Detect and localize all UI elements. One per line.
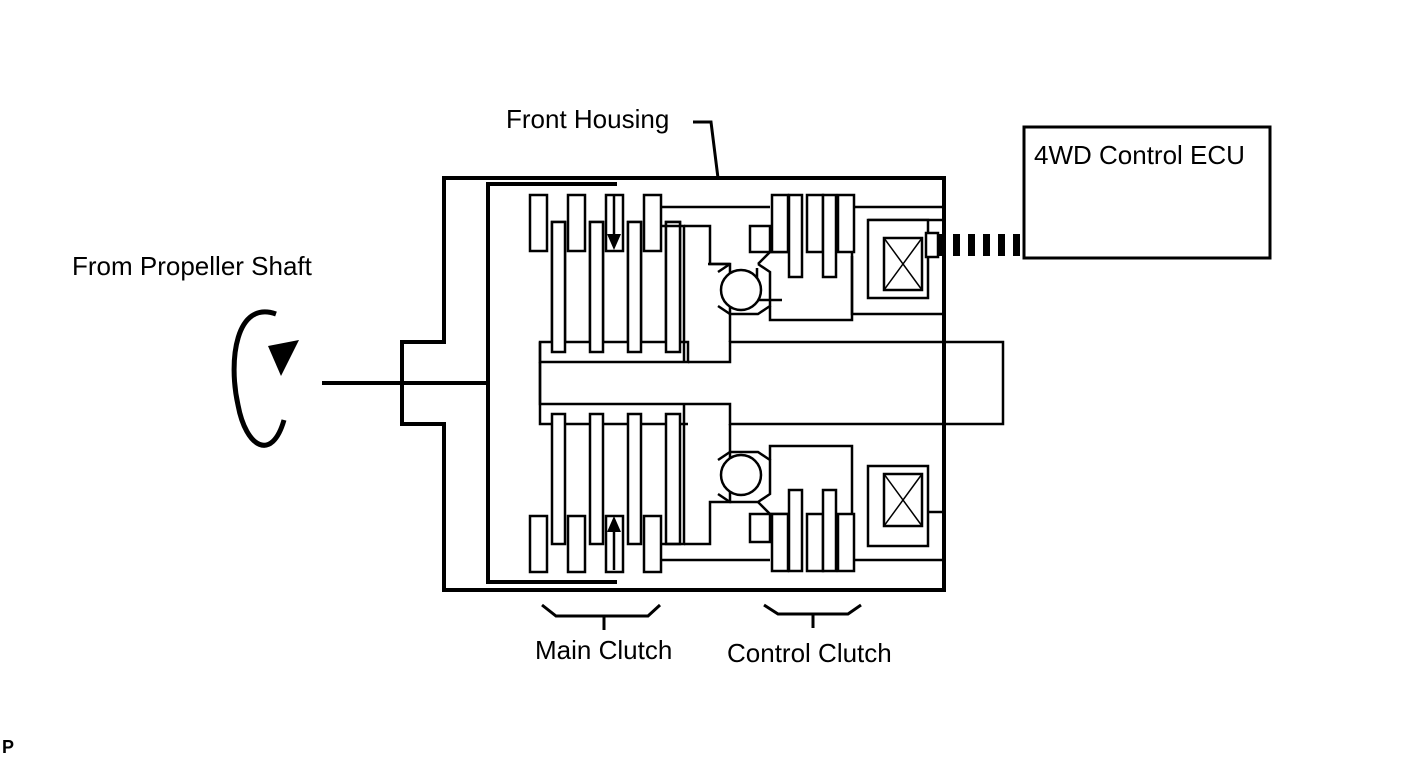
electromagnet-lower — [866, 464, 944, 548]
main-clutch-lower — [528, 412, 682, 574]
main-clutch-bracket — [541, 603, 662, 630]
clutch-drum — [486, 182, 617, 584]
ecu-label: 4WD Control ECU — [1034, 140, 1245, 170]
cam-lower — [684, 424, 854, 546]
ecu-box — [1022, 125, 1272, 260]
control-clutch-bracket — [763, 603, 862, 628]
propeller-shaft-label: From Propeller Shaft — [72, 251, 313, 281]
ecu-connector — [924, 231, 1024, 259]
rotation-arrow-icon — [231, 309, 299, 448]
front-housing-label: Front Housing — [506, 104, 669, 134]
front-housing — [400, 176, 946, 592]
control-clutch-upper — [748, 193, 944, 279]
main-clutch-upper — [528, 193, 690, 364]
control-clutch-lower — [748, 488, 944, 573]
main-clutch-label: Main Clutch — [535, 635, 672, 665]
cam-upper — [684, 224, 854, 342]
front-housing-leader — [693, 120, 720, 179]
electromagnet-upper — [850, 218, 944, 316]
corner-mark: P — [2, 737, 14, 757]
control-clutch-label: Control Clutch — [727, 638, 892, 668]
output-shaft — [538, 340, 1005, 426]
